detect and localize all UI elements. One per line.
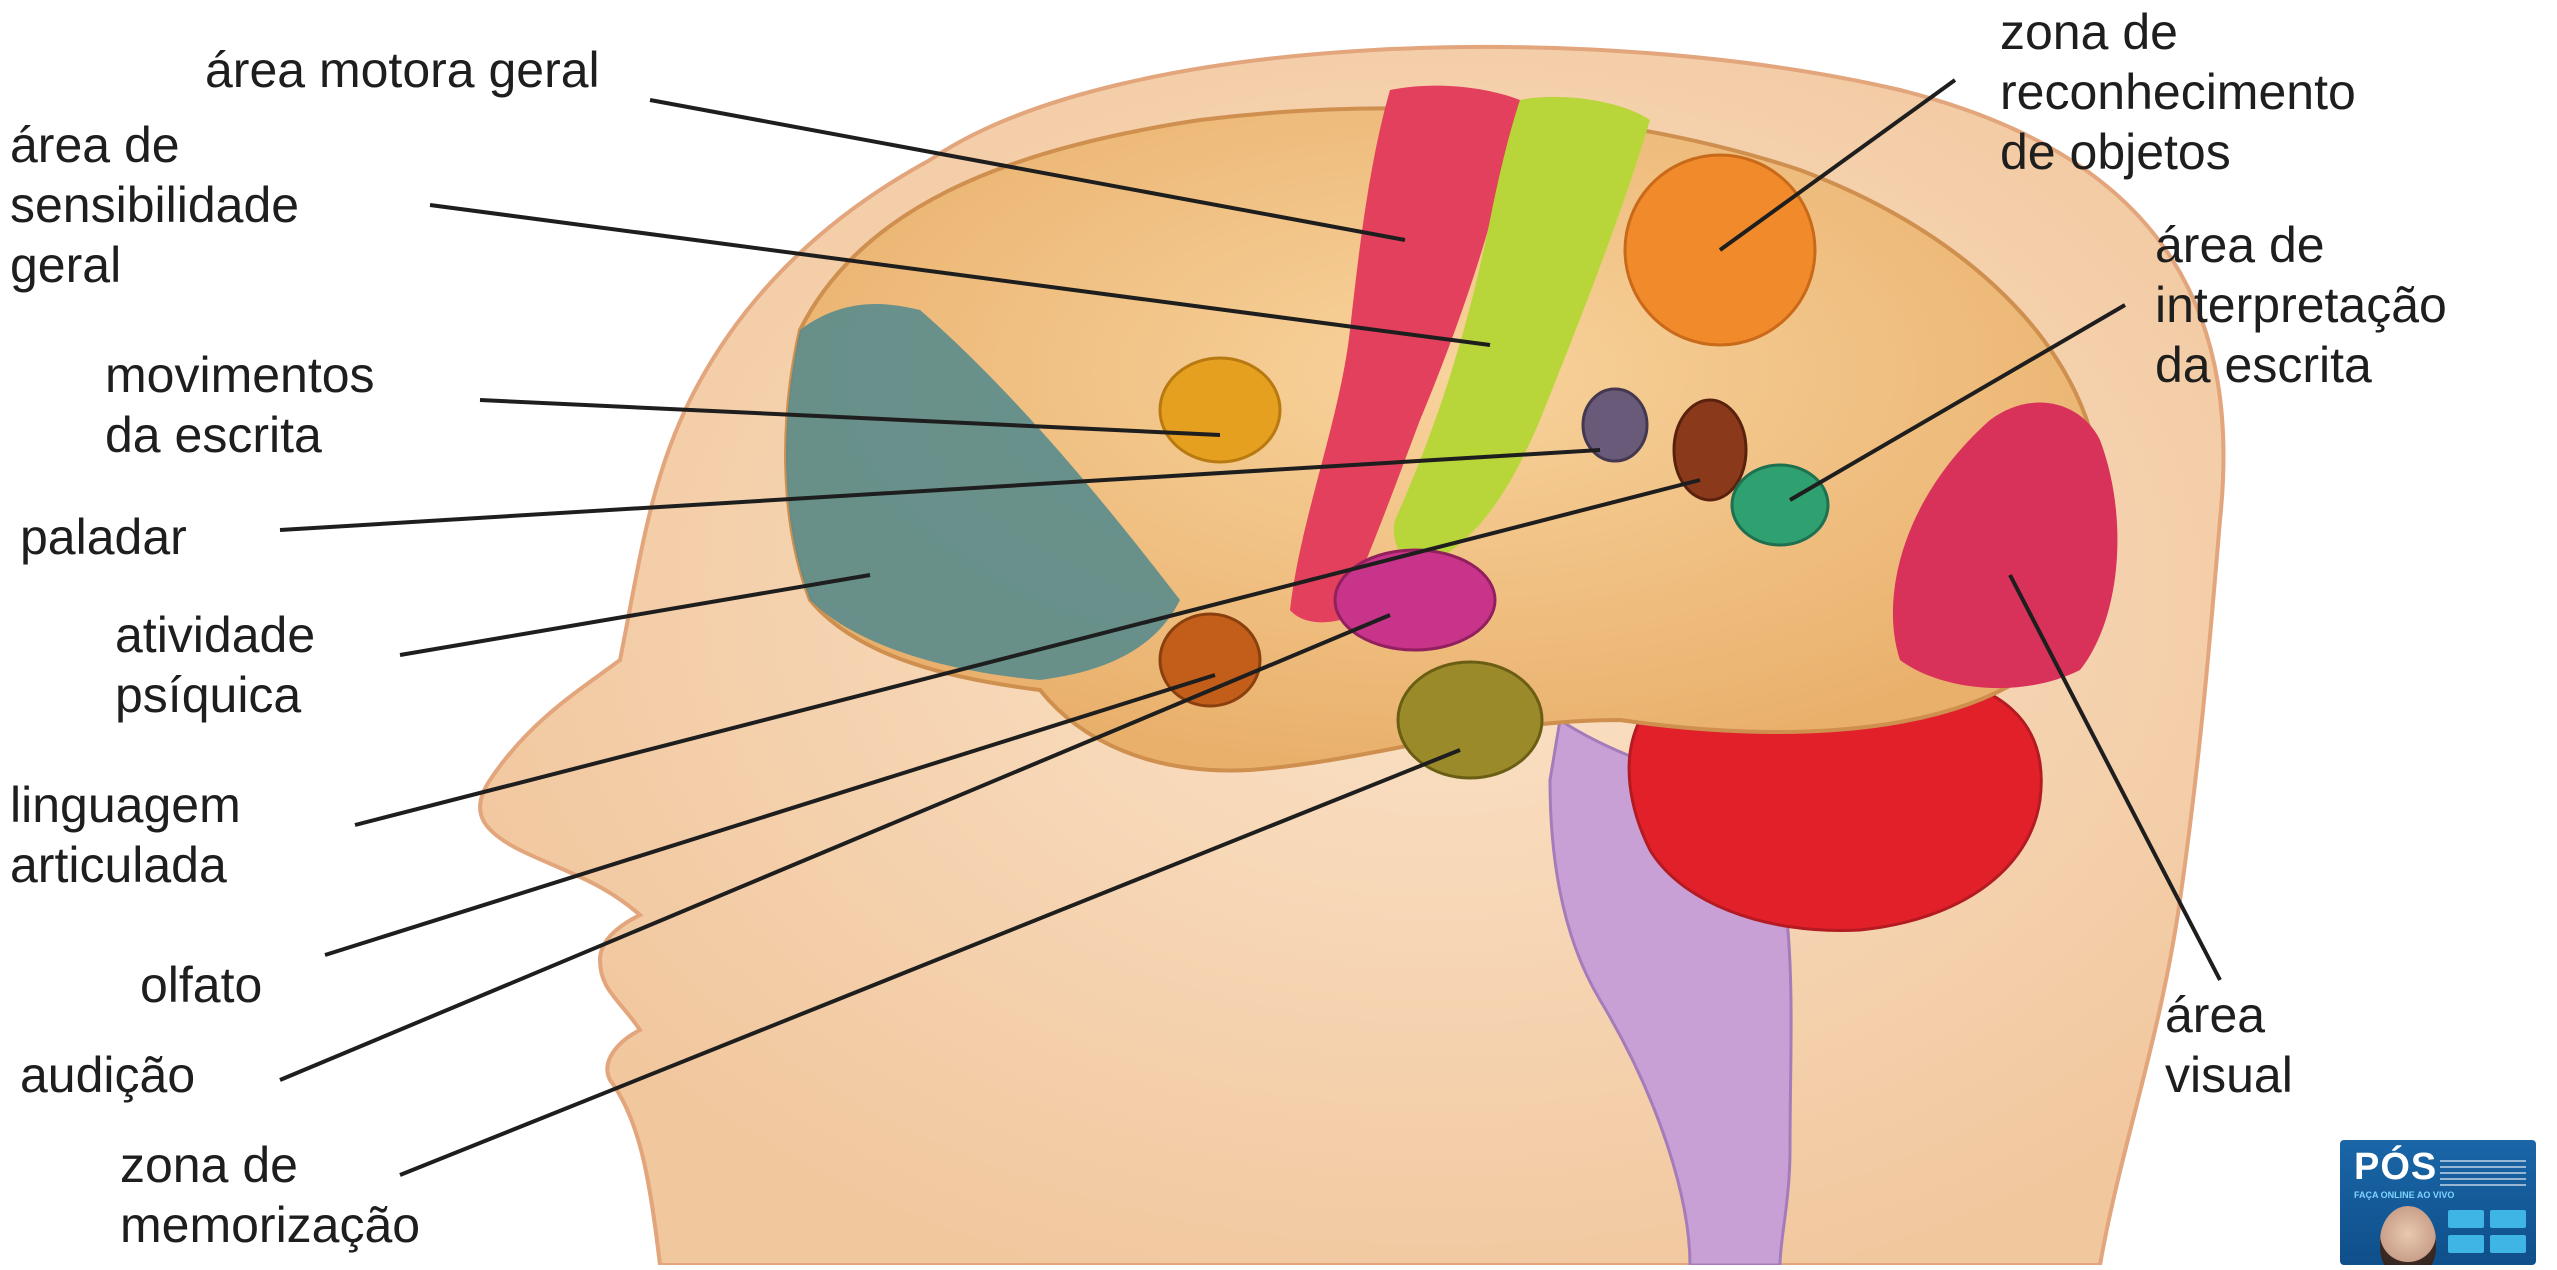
writing-interpretation-region [1732,465,1828,545]
promo-badge[interactable]: PÓS FAÇA ONLINE AO VIVO [2340,1140,2536,1265]
label-linguagem-articulada: linguagem articulada [10,775,241,895]
promo-badge-tile [2490,1210,2526,1228]
hearing-region [1335,550,1495,650]
promo-badge-tile [2490,1235,2526,1253]
promo-badge-tile [2448,1235,2484,1253]
label-area-visual: área visual [2165,985,2293,1105]
promo-badge-title: PÓS [2354,1146,2437,1189]
label-paladar: paladar [20,507,187,567]
label-zona-memorizacao: zona de memorização [120,1135,420,1255]
label-audicao: audição [20,1045,195,1105]
promo-badge-tile [2448,1210,2484,1228]
writing-movements-region [1160,358,1280,462]
promo-badge-text-lines [2440,1160,2526,1190]
label-atividade-psiquica: atividade psíquica [115,605,315,725]
memory-region [1398,662,1542,778]
label-olfato: olfato [140,955,262,1015]
label-movimentos-escrita: movimentos da escrita [105,345,375,465]
label-area-motora-geral: área motora geral [205,40,600,100]
promo-badge-avatar [2380,1206,2436,1265]
label-area-interpretacao: área de interpretação da escrita [2155,215,2447,395]
label-zona-reconhecimento: zona de reconhecimento de objetos [2000,2,2356,182]
label-area-sensibilidade-geral: área de sensibilidade geral [10,115,299,295]
promo-badge-subtitle: FAÇA ONLINE AO VIVO [2354,1190,2454,1200]
